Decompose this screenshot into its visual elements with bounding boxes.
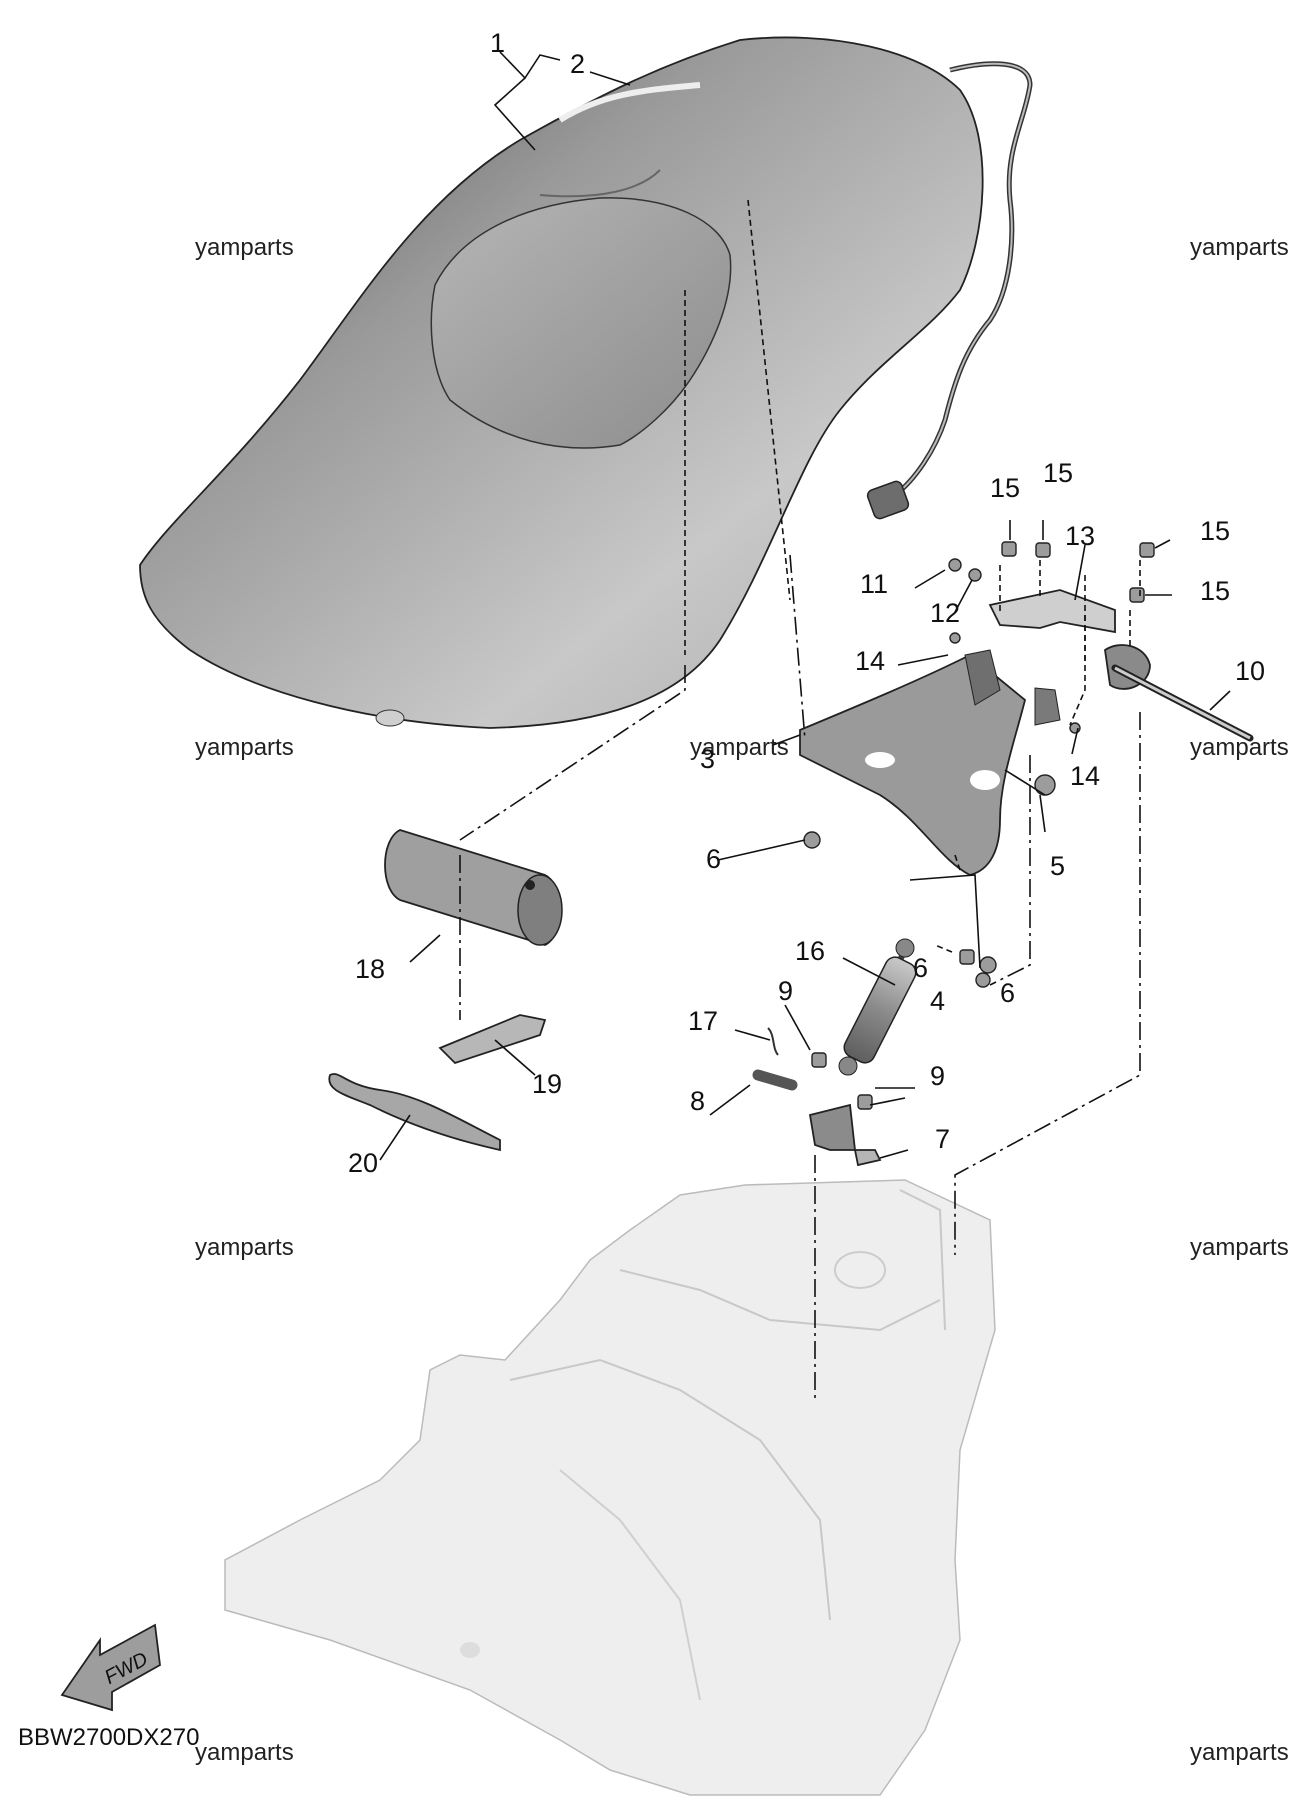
callout-6: 6 (706, 844, 721, 874)
forward-arrow-icon: FWD (60, 1623, 161, 1712)
damper-bracket (808, 1103, 882, 1167)
callout-3: 3 (700, 744, 715, 774)
callout-5: 5 (1050, 851, 1065, 881)
callout-19: 19 (532, 1069, 562, 1099)
leader-lines (379, 51, 1231, 1161)
seat-damper (838, 938, 917, 1076)
callout-6: 6 (913, 953, 928, 983)
tool-band (438, 1014, 547, 1065)
callout-9: 9 (930, 1061, 945, 1091)
callout-13: 13 (1065, 521, 1095, 551)
watermark: yamparts (195, 1739, 294, 1766)
callout-labels: 1 2 3 4 5 6 6 6 7 8 9 9 10 11 12 13 14 1… (348, 28, 1265, 1178)
callout-15: 15 (1200, 516, 1230, 546)
callout-17: 17 (688, 1006, 718, 1036)
callout-14: 14 (1070, 761, 1100, 791)
watermark: yamparts (1190, 1234, 1289, 1261)
callout-15: 15 (1043, 458, 1073, 488)
callout-15: 15 (1200, 576, 1230, 606)
watermark: yamparts (690, 734, 789, 761)
callout-14: 14 (855, 646, 885, 676)
tool-bag (384, 829, 563, 946)
callout-16: 16 (795, 936, 825, 966)
watermark: yamparts (195, 734, 294, 761)
callout-8: 8 (690, 1086, 705, 1116)
callout-2: 2 (570, 49, 585, 79)
diagram-code: BBW2700DX270 (18, 1724, 199, 1751)
hinge-pin (752, 1027, 798, 1091)
callout-4: 4 (930, 986, 945, 1016)
callout-11: 11 (860, 569, 888, 599)
connection-lines (459, 199, 1141, 1400)
rear-frame-ghost (224, 1179, 996, 1796)
callout-7: 7 (935, 1124, 950, 1154)
callout-10: 10 (1235, 656, 1265, 686)
seat-hinge-bracket (799, 649, 1061, 876)
watermark: yamparts (1190, 734, 1289, 761)
callout-15: 15 (990, 473, 1020, 503)
watermark: yamparts (195, 234, 294, 261)
seat-tool (328, 1073, 501, 1152)
watermark: yamparts (1190, 234, 1289, 261)
callout-18: 18 (355, 954, 385, 984)
callout-20: 20 (348, 1148, 378, 1178)
callout-12: 12 (930, 598, 960, 628)
watermark: yamparts (1190, 1739, 1289, 1766)
callout-6: 6 (1000, 978, 1015, 1008)
seat-assembly (139, 36, 1033, 729)
watermark: yamparts (195, 1234, 294, 1261)
callout-9: 9 (778, 976, 793, 1006)
callout-1: 1 (490, 28, 505, 58)
